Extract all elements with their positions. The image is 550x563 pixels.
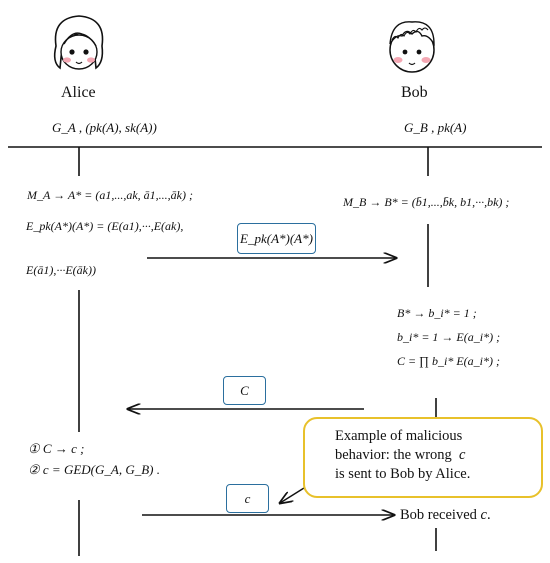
alice-step-1: M_A → A* = (a1,...,ak, ā1,...,āk) ; <box>27 188 193 202</box>
alice-step-3b: ② c = GED(G_A, G_B) . <box>28 462 160 477</box>
alice-name: Alice <box>61 84 96 101</box>
callout-line-1: Example of malicious <box>335 428 463 444</box>
alice-step-3a: ① C → c ; <box>28 441 85 456</box>
callout-line-2: behavior: the wrong c <box>335 447 466 463</box>
malicious-behavior-callout: Example of malicious behavior: the wrong… <box>303 417 543 498</box>
bob-keys: G_B , pk(A) <box>404 120 467 135</box>
bob-name: Bob <box>401 84 428 101</box>
alice-step-2a: E_pk(A*)(A*) = (E(a1),···,E(ak), <box>26 219 184 233</box>
bob-step-1: M_B → B* = (b̄1,...,b̄k, b1,···,bk) ; <box>343 195 510 209</box>
alice-keys: G_A , (pk(A), sk(A)) <box>52 120 157 135</box>
message-box-3: c <box>226 484 269 513</box>
message-box-2: C <box>223 376 266 405</box>
callout-line-3: is sent to Bob by Alice. <box>335 466 471 482</box>
alice-step-2b: E(ā1),···E(āk)) <box>26 263 96 277</box>
bob-step-2b: b_i* = 1 → E(a_i*) ; <box>397 330 501 344</box>
bob-avatar <box>389 21 435 73</box>
bob-step-2a: B* → b_i* = 1 ; <box>397 306 477 320</box>
alice-avatar <box>53 15 104 70</box>
bob-step-2c: C = ∏ b_i* E(a_i*) ; <box>397 354 500 368</box>
message-box-1: E_pk(A*)(A*) <box>237 223 316 254</box>
bob-received-text: Bob received c. <box>400 507 491 523</box>
